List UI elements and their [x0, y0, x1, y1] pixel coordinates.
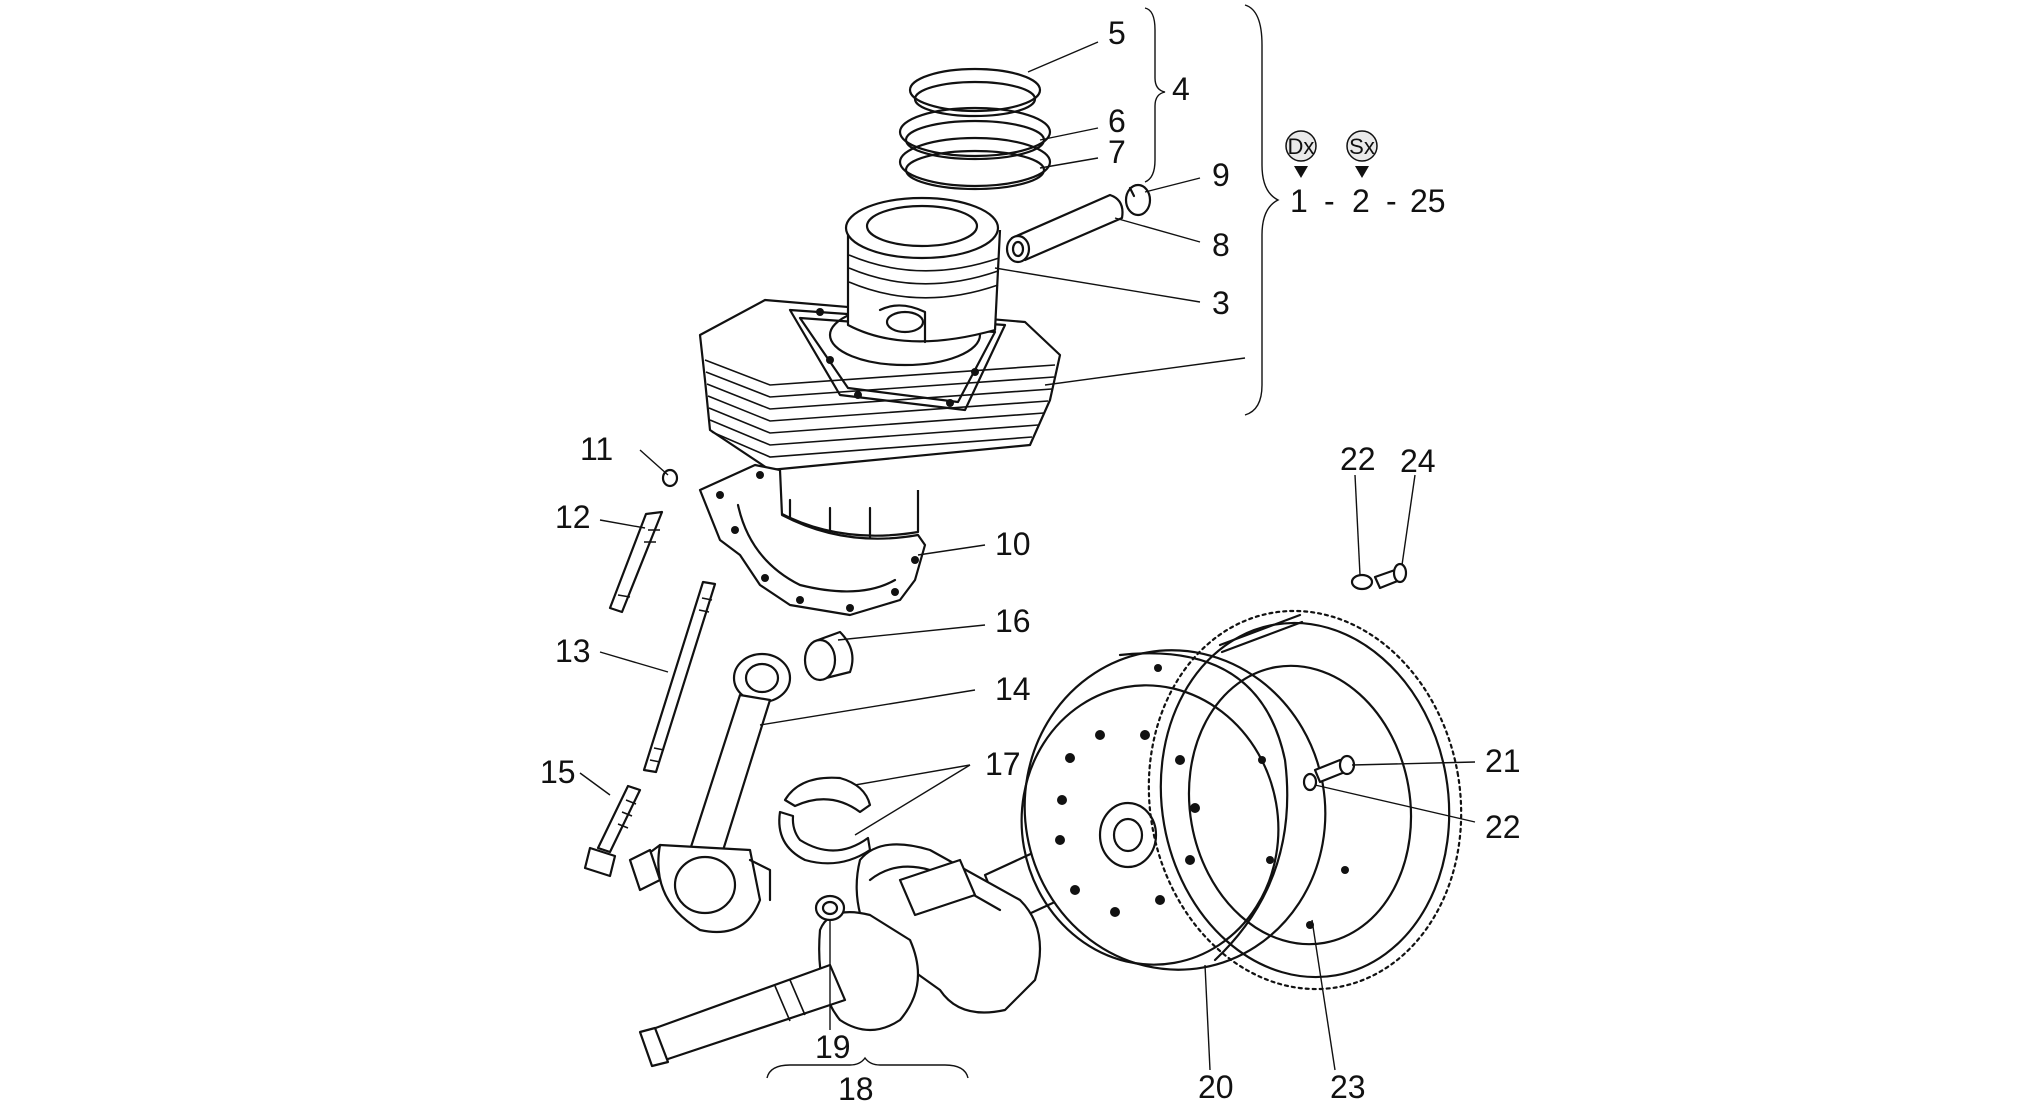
label-2: 2: [1352, 183, 1370, 219]
label-24: 24: [1400, 443, 1436, 479]
label-9: 9: [1212, 157, 1230, 193]
label-25: 25: [1410, 183, 1446, 219]
label-dash-2: -: [1386, 183, 1397, 219]
hex-bolt: [583, 784, 642, 878]
cylinder-cooling-fins: [704, 359, 1056, 458]
label-6: 6: [1108, 103, 1126, 139]
label-dash-1: -: [1324, 183, 1335, 219]
svg-text:Sx: Sx: [1349, 134, 1375, 159]
piston-pin: [1005, 193, 1124, 264]
sx-badge: Sx: [1346, 130, 1378, 178]
piston: [844, 196, 1002, 344]
label-5: 5: [1108, 15, 1126, 51]
cylinder-base-gasket: [698, 463, 927, 617]
washer-22-lower: [1302, 772, 1318, 792]
label-22-lower: 22: [1485, 809, 1521, 845]
label-3: 3: [1212, 285, 1230, 321]
label-4: 4: [1172, 71, 1190, 107]
flywheel-bolt-holes: [1055, 730, 1200, 917]
bearing-shell-upper: [783, 776, 872, 814]
label-22-upper: 22: [1340, 441, 1376, 477]
cylinder: [698, 298, 1062, 544]
label-17: 17: [985, 746, 1021, 782]
circlip: [1124, 183, 1152, 217]
ring-gear: [1147, 609, 1463, 991]
label-11: 11: [580, 431, 613, 467]
washer-small: [661, 468, 679, 488]
label-7: 7: [1108, 134, 1126, 170]
label-1: 1: [1290, 183, 1308, 219]
bolt-24: [1373, 562, 1408, 590]
piston-ring-middle: [898, 106, 1052, 161]
piston-ring-top: [908, 67, 1042, 118]
label-13: 13: [555, 633, 591, 669]
label-12: 12: [555, 499, 591, 535]
label-16: 16: [995, 603, 1031, 639]
connecting-rod: [628, 652, 792, 934]
dx-badge: Dx: [1285, 130, 1317, 178]
small-end-bush: [803, 630, 854, 682]
part-labels: 1 - 2 - 25 5 4 6 7 9 8 3 11 12 10 16 13 …: [540, 15, 1521, 1105]
label-15: 15: [540, 754, 576, 790]
brace-rings: [1144, 7, 1166, 183]
label-23: 23: [1330, 1069, 1366, 1105]
crankshaft: [638, 842, 1076, 1068]
label-10: 10: [995, 526, 1031, 562]
svg-text:Dx: Dx: [1288, 134, 1315, 159]
label-19: 19: [815, 1029, 851, 1065]
flywheel: [1020, 649, 1327, 971]
long-stud: [642, 580, 717, 774]
label-21: 21: [1485, 743, 1521, 779]
washer-22-upper: [1350, 573, 1374, 591]
bolt-21: [1313, 754, 1356, 784]
label-20: 20: [1198, 1069, 1234, 1105]
brace-cylinder-assembly: [1244, 4, 1280, 416]
label-18: 18: [838, 1071, 874, 1105]
brace-crankshaft: [766, 1056, 969, 1079]
short-stud: [608, 510, 664, 614]
label-14: 14: [995, 671, 1031, 707]
label-8: 8: [1212, 227, 1230, 263]
leader-lines: [579, 41, 1476, 1071]
bearing-shell-lower: [778, 810, 872, 865]
piston-ring-oil: [898, 136, 1052, 191]
